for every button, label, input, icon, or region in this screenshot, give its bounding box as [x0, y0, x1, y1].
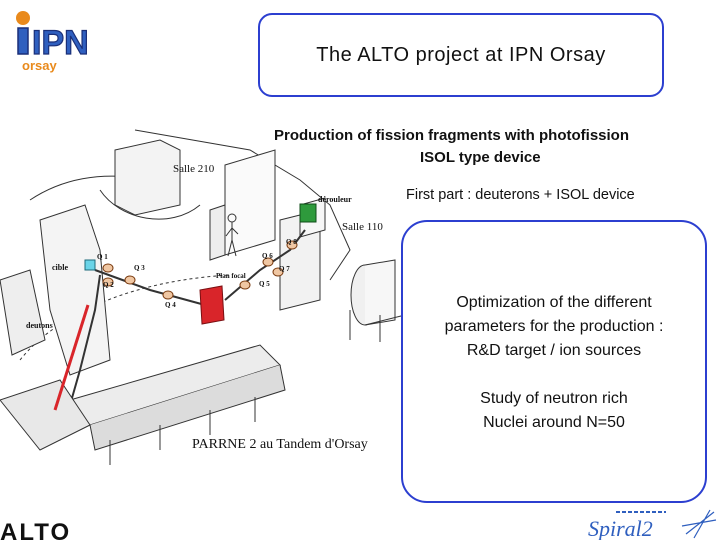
quadrupole-q2	[102, 277, 114, 287]
diagram-caption: PARRNE 2 au Tandem d'Orsay	[192, 437, 368, 452]
quadrupole-q7	[272, 267, 284, 277]
salle-210-structure	[114, 139, 181, 216]
label-deutons: deutons	[26, 321, 53, 330]
left-block	[0, 269, 46, 356]
logo-dot	[16, 11, 30, 25]
label-salle-210: Salle 210	[173, 163, 215, 175]
subtitle-line-1: Production of fission fragments with pho…	[274, 127, 629, 144]
info-line: parameters for the production :	[444, 318, 664, 335]
beam-line-main	[94, 269, 206, 306]
quadrupole-q1	[102, 263, 114, 273]
quadrupole-q8	[286, 240, 298, 250]
green-detector	[299, 203, 317, 223]
label-q8: Q 8	[286, 238, 297, 246]
spiral2-swoosh	[681, 509, 717, 539]
logo-i-stem	[17, 27, 29, 55]
wall-pillar	[209, 204, 226, 261]
slide-title: The ALTO project at IPN Orsay	[316, 43, 606, 66]
label-q2: Q 2	[103, 281, 114, 289]
label-q5: Q 5	[259, 280, 270, 288]
bench-legs	[109, 397, 256, 465]
red-magnet	[199, 285, 225, 325]
label-q3: Q 3	[134, 264, 145, 272]
first-part-text: First part : deuterons + ISOL device	[406, 187, 635, 203]
info-line: R&D target / ion sources	[466, 342, 642, 359]
accelerator-tower	[39, 204, 111, 376]
label-q7: Q 7	[279, 265, 290, 273]
quadrupole-q5	[239, 280, 251, 290]
quadrupole-q6	[262, 257, 274, 267]
spiral2-logo: Spiral2	[588, 509, 717, 540]
label-q1: Q 1	[97, 253, 108, 261]
ipn-orsay-logo: IPN orsay	[16, 11, 89, 73]
cylinder-stand	[349, 310, 406, 342]
label-derouleur: dérouleur	[318, 195, 352, 204]
spiral2-logo-text: Spiral2	[588, 516, 653, 540]
deuton-beam	[53, 304, 90, 411]
label-plan-focal: Plan focal	[216, 272, 246, 280]
logo-orsay-text: orsay	[22, 58, 57, 73]
bench-side	[89, 364, 286, 451]
label-salle-110: Salle 110	[342, 221, 383, 233]
logo-ipn-text: IPN	[32, 24, 89, 62]
quadrupole-q3	[124, 275, 136, 285]
parrne-diagram: Salle 210 Salle 110 dérouleur cible deut…	[0, 129, 406, 465]
info-line: Study of neutron rich	[480, 390, 628, 407]
title-box: The ALTO project at IPN Orsay	[258, 13, 664, 97]
label-q4: Q 4	[165, 301, 176, 309]
alto-logo: ALTO	[0, 520, 71, 540]
person-body	[225, 222, 239, 257]
label-q6: Q 6	[262, 252, 273, 260]
label-cible: cible	[52, 263, 68, 272]
target-marker	[84, 259, 96, 271]
curved-platform	[99, 189, 201, 220]
hall-wall-top	[134, 129, 351, 281]
info-line: Optimization of the different	[456, 294, 652, 311]
quadrupole-q4	[162, 290, 174, 300]
subtitle-line-2: ISOL type device	[420, 149, 541, 166]
info-box: Optimization of the different parameters…	[401, 220, 707, 503]
info-line: Nuclei around N=50	[483, 414, 625, 431]
left-bench	[0, 379, 91, 451]
alto-logo-text: ALTO	[0, 520, 71, 540]
